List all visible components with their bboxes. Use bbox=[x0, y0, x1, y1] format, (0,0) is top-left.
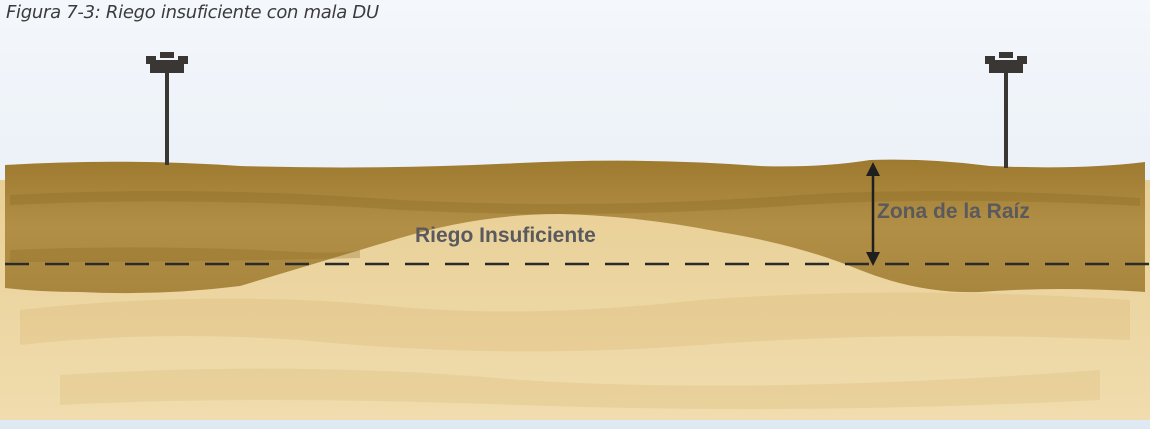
wet-soil-streak bbox=[10, 247, 360, 262]
wet-soil-streak bbox=[10, 191, 1140, 214]
sprinkler-icon bbox=[985, 52, 1027, 168]
wet-soil bbox=[5, 159, 1145, 294]
insufficient-irrigation-label: Riego Insuficiente bbox=[415, 224, 596, 247]
dry-soil-wash bbox=[60, 368, 1100, 409]
root-zone-label: Zona de la Raíz bbox=[877, 200, 1030, 223]
figure-caption: Figura 7-3: Riego insuficiente con mala … bbox=[6, 2, 379, 23]
sprinkler-icon bbox=[146, 52, 188, 165]
double-arrow-icon bbox=[866, 162, 880, 266]
dry-soil-wash bbox=[20, 292, 1130, 352]
